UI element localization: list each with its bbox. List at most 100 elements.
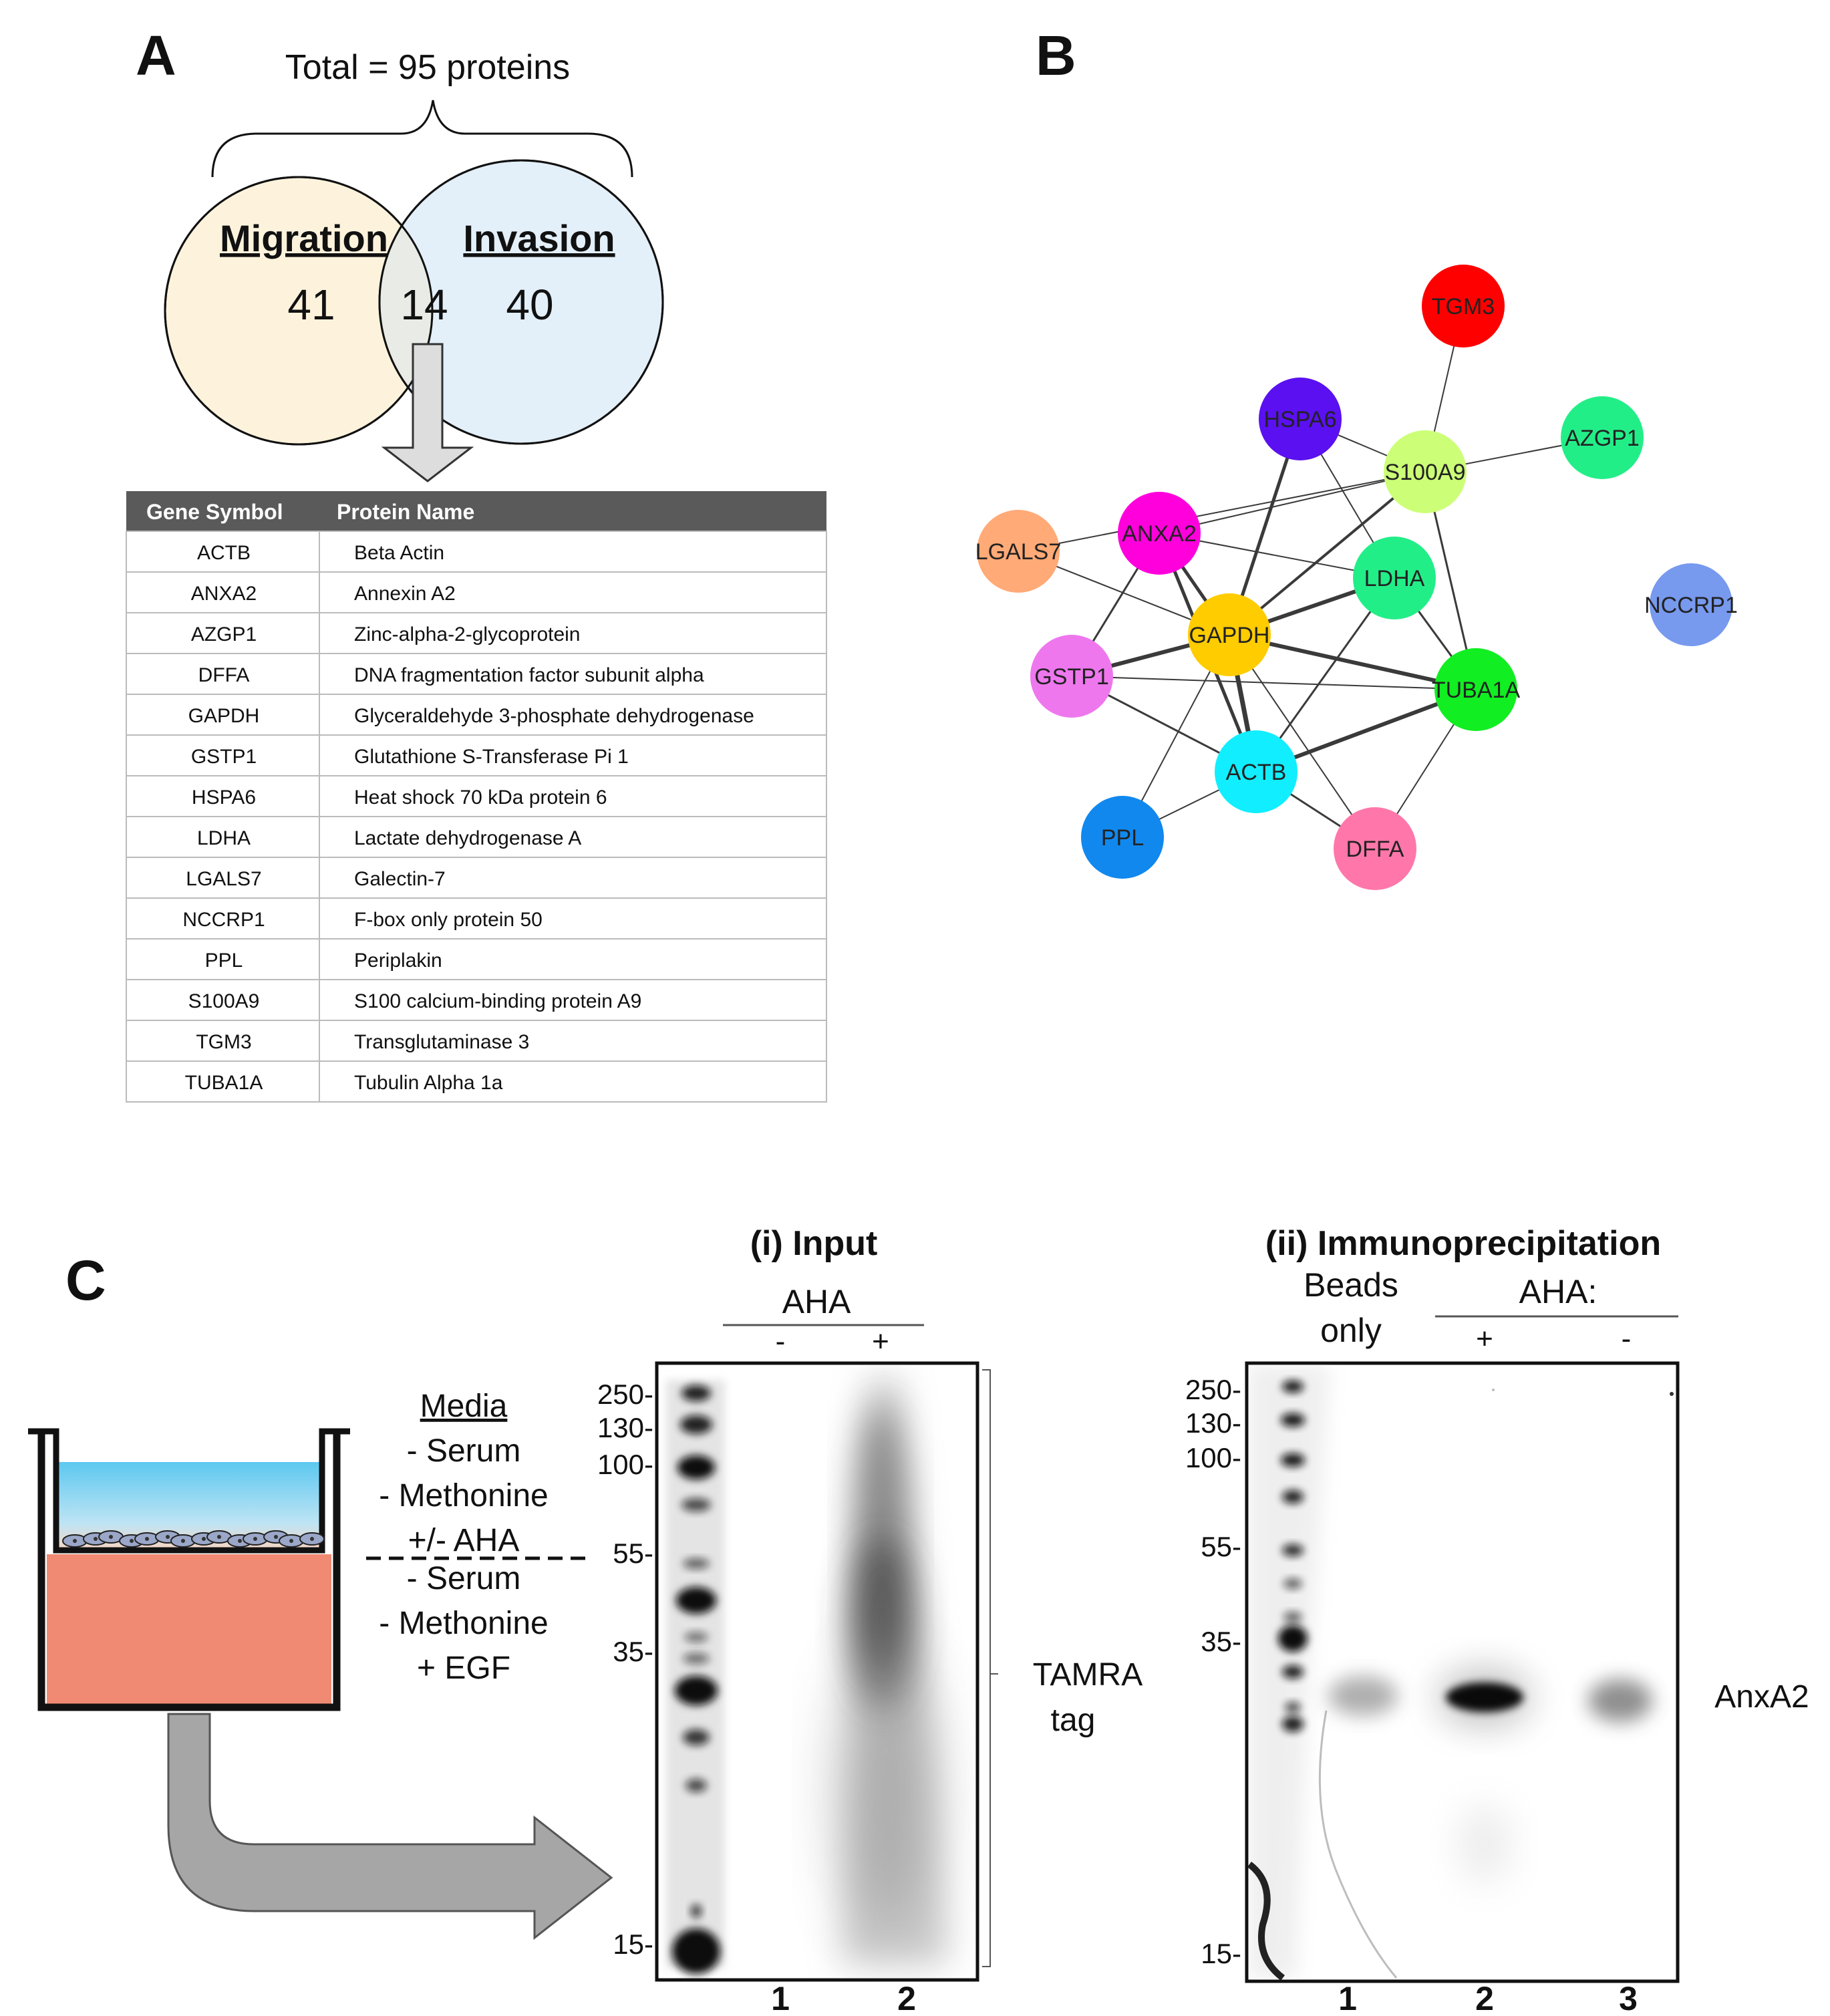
media-lower-3: + EGF xyxy=(417,1650,510,1686)
network-node xyxy=(1561,396,1644,479)
network-node xyxy=(1215,730,1298,813)
panel-label-c: C xyxy=(65,1249,106,1312)
network-node xyxy=(1353,537,1436,619)
ladder-band xyxy=(672,1928,720,1974)
network-node xyxy=(1434,648,1517,731)
ladder-label: 35- xyxy=(1201,1626,1241,1657)
table-header-bar xyxy=(126,491,826,531)
table-cell-gene: TGM3 xyxy=(196,1031,251,1053)
network-node xyxy=(1334,807,1416,890)
table-cell-protein: F-box only protein 50 xyxy=(354,909,543,931)
table-cell-protein: Tubulin Alpha 1a xyxy=(354,1072,503,1094)
media-lower-1: - Serum xyxy=(407,1561,521,1596)
tamra-label-line-2: tag xyxy=(1051,1703,1096,1738)
ladder-band xyxy=(691,1904,702,1918)
table-cell-gene: GSTP1 xyxy=(191,746,257,768)
ladder-band xyxy=(675,1676,718,1705)
ladder-band xyxy=(1283,1578,1302,1589)
ladder-band xyxy=(1282,1490,1304,1503)
ladder-band xyxy=(1285,1702,1301,1713)
table-cell-protein: Heat shock 70 kDa protein 6 xyxy=(354,786,607,809)
table-row xyxy=(126,1060,827,1103)
table-row xyxy=(126,612,827,654)
venn-migration-count: 41 xyxy=(287,281,335,329)
table-row xyxy=(126,857,827,899)
network-edge xyxy=(1018,471,1426,552)
down-arrow xyxy=(381,343,474,482)
table-cell-protein: Transglutaminase 3 xyxy=(354,1031,529,1053)
ladder-label: 15- xyxy=(1201,1938,1241,1969)
ladder-label: 100- xyxy=(1185,1442,1241,1473)
input-bracket xyxy=(982,1369,991,1967)
network-node xyxy=(1188,593,1271,676)
table-row xyxy=(126,531,827,573)
network-node xyxy=(1081,796,1164,879)
venn-total: Total = 95 proteins xyxy=(285,48,570,87)
ladder-band xyxy=(1283,1612,1302,1622)
ip-aha-label: AHA: xyxy=(1519,1273,1597,1310)
table-cell-gene: LGALS7 xyxy=(186,868,261,890)
table-cell-protein: Beta Actin xyxy=(354,542,444,564)
ip-lane-sign-3: - xyxy=(1622,1322,1632,1355)
tamra-label-line-1: TAMRA xyxy=(1033,1657,1142,1693)
network-edge xyxy=(1071,676,1477,690)
ladder-label: 100- xyxy=(597,1449,653,1480)
ip-lane-sign-2: + xyxy=(1476,1322,1493,1355)
beads-label-line-2: only xyxy=(1320,1312,1382,1349)
panel-c: C Media - Serum - Methonine +/- AHA - Se… xyxy=(28,1224,1809,2016)
table-header-gene: Gene Symbol xyxy=(146,500,283,524)
network-node xyxy=(1259,378,1342,460)
table-cell-protein: Glyceraldehyde 3-phosphate dehydrogenase xyxy=(354,705,754,727)
ladder-band xyxy=(683,1652,710,1665)
input-title: (i) Input xyxy=(750,1224,878,1263)
ip-blot: (ii) Immunoprecipitation Beads only AHA:… xyxy=(1185,1224,1809,2016)
network-node-label: ANXA2 xyxy=(1122,521,1197,547)
ladder-band xyxy=(684,1632,708,1642)
network-edge xyxy=(1229,634,1376,849)
media-upper-3: +/- AHA xyxy=(408,1523,520,1558)
cell-monolayer xyxy=(62,1530,325,1548)
ladder-label: 35- xyxy=(613,1636,653,1667)
input-lane-sign-1: - xyxy=(776,1325,786,1358)
ladder-band xyxy=(1282,1716,1304,1732)
table-cell-gene: GAPDH xyxy=(188,705,260,727)
table-cell-gene: ACTB xyxy=(197,542,251,564)
table-row xyxy=(126,816,827,858)
table-header-protein: Protein Name xyxy=(337,500,474,524)
total-brace xyxy=(211,100,633,178)
lower-chamber xyxy=(47,1554,331,1705)
input-lane-sign-2: + xyxy=(872,1325,889,1358)
ladder-band xyxy=(1282,1544,1304,1556)
table-cell-protein: Annexin A2 xyxy=(354,583,456,605)
ladder-band xyxy=(1281,1413,1305,1427)
media-title: Media xyxy=(420,1389,508,1424)
ladder-band xyxy=(677,1455,715,1479)
ladder-label: 55- xyxy=(1201,1531,1241,1562)
table-row xyxy=(126,1020,827,1062)
table-cell-protein: DNA fragmentation factor subunit alpha xyxy=(354,664,704,686)
beads-label-line-1: Beads xyxy=(1304,1266,1398,1304)
table-cell-protein: Periplakin xyxy=(354,950,442,972)
ladder-label: 15- xyxy=(613,1928,653,1960)
media-labels: Media - Serum - Methonine +/- AHA - Seru… xyxy=(366,1389,588,1686)
table-cell-protein: Galectin-7 xyxy=(354,868,446,890)
network-node xyxy=(1422,265,1505,347)
table-row xyxy=(126,938,827,980)
network-node xyxy=(1118,492,1201,575)
network-node-label: LDHA xyxy=(1364,566,1425,591)
media-upper-2: - Methonine xyxy=(379,1478,548,1514)
table-cell-gene: NCCRP1 xyxy=(182,909,265,931)
table-cell-protein: S100 calcium-binding protein A9 xyxy=(354,990,641,1012)
panel-label-a: A xyxy=(136,24,176,87)
ladder-band xyxy=(1278,1625,1308,1652)
table-cell-gene: ANXA2 xyxy=(191,583,257,605)
network-node xyxy=(1384,430,1467,513)
table-cell-gene: S100A9 xyxy=(188,990,260,1012)
network-edge xyxy=(1228,470,1426,636)
network-node-label: GAPDH xyxy=(1189,623,1270,648)
network-node-label: GSTP1 xyxy=(1034,664,1108,690)
media-upper-1: - Serum xyxy=(407,1433,521,1469)
ladder-band xyxy=(1282,1665,1304,1679)
venn-migration-title: Migration xyxy=(220,217,388,259)
network-node xyxy=(977,510,1060,593)
